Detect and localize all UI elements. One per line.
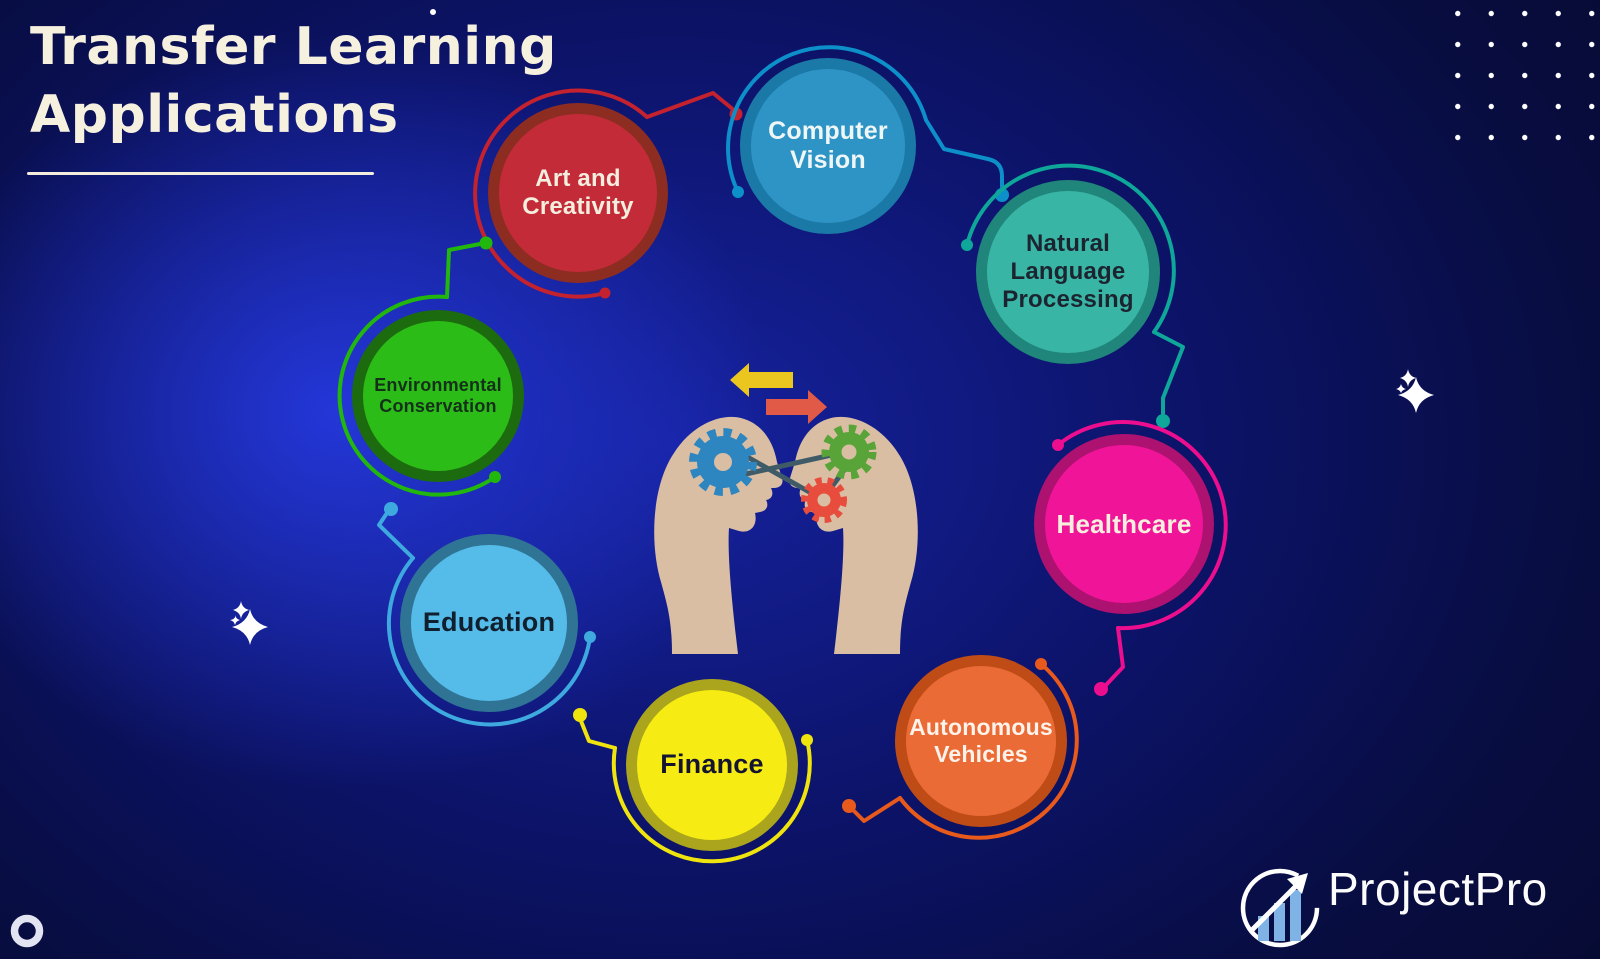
connector-art-and-creativity (473, 88, 743, 299)
title-line-1: Transfer Learning (30, 17, 557, 77)
connector-nlp (961, 163, 1185, 428)
node-label: Education (422, 607, 556, 638)
connector-computer-vision (726, 45, 1009, 202)
node-label: Computer Vision (768, 116, 888, 175)
projectpro-logo: ProjectPro (1218, 862, 1548, 916)
node-education: Education (400, 534, 578, 712)
node-autonomous-vehicles: Autonomous Vehicles (895, 655, 1067, 827)
gear-blue-icon (689, 428, 757, 496)
node-label: Environmental Conservation (374, 374, 502, 416)
head-left-icon (654, 416, 783, 654)
gear-green-icon (821, 424, 877, 480)
node-label: Finance (660, 749, 764, 780)
dots-grid-decoration (1441, 0, 1600, 155)
node-label: Art and Creativity (522, 164, 634, 220)
transfer-arrow-left-icon (730, 363, 793, 397)
title-underline (27, 172, 374, 175)
node-label: Healthcare (1056, 508, 1192, 539)
node-label: Autonomous Vehicles (909, 713, 1053, 767)
node-environmental-conservation: Environmental Conservation (352, 310, 524, 482)
projectpro-logo-mark-icon (1240, 868, 1320, 948)
page-title: Transfer Learning Applications (30, 14, 557, 149)
connector-education (377, 502, 596, 727)
node-healthcare: Healthcare (1034, 434, 1214, 614)
connector-finance (573, 708, 813, 864)
sparkle-right-icon (1396, 369, 1434, 413)
connector-healthcare (1052, 420, 1228, 696)
connector-environmental-conservation (337, 236, 501, 497)
tiny-star-dot (430, 9, 436, 15)
sparkle-left-icon (230, 601, 268, 645)
knowledge-transfer-heads-icon (654, 363, 918, 654)
projectpro-logo-text: ProjectPro (1328, 863, 1548, 915)
title-line-2: Applications (30, 84, 399, 145)
transfer-arrow-right-icon (766, 390, 827, 424)
node-computer-vision: Computer Vision (740, 58, 916, 234)
node-finance: Finance (626, 679, 798, 851)
gear-red-icon (801, 477, 847, 523)
connector-autonomous-vehicles (842, 658, 1079, 840)
node-label: Natural Language Processing (1002, 229, 1134, 314)
corner-ring-icon (10, 914, 44, 948)
node-natural-language-processing: Natural Language Processing (976, 180, 1160, 364)
node-art-and-creativity: Art and Creativity (488, 103, 668, 283)
